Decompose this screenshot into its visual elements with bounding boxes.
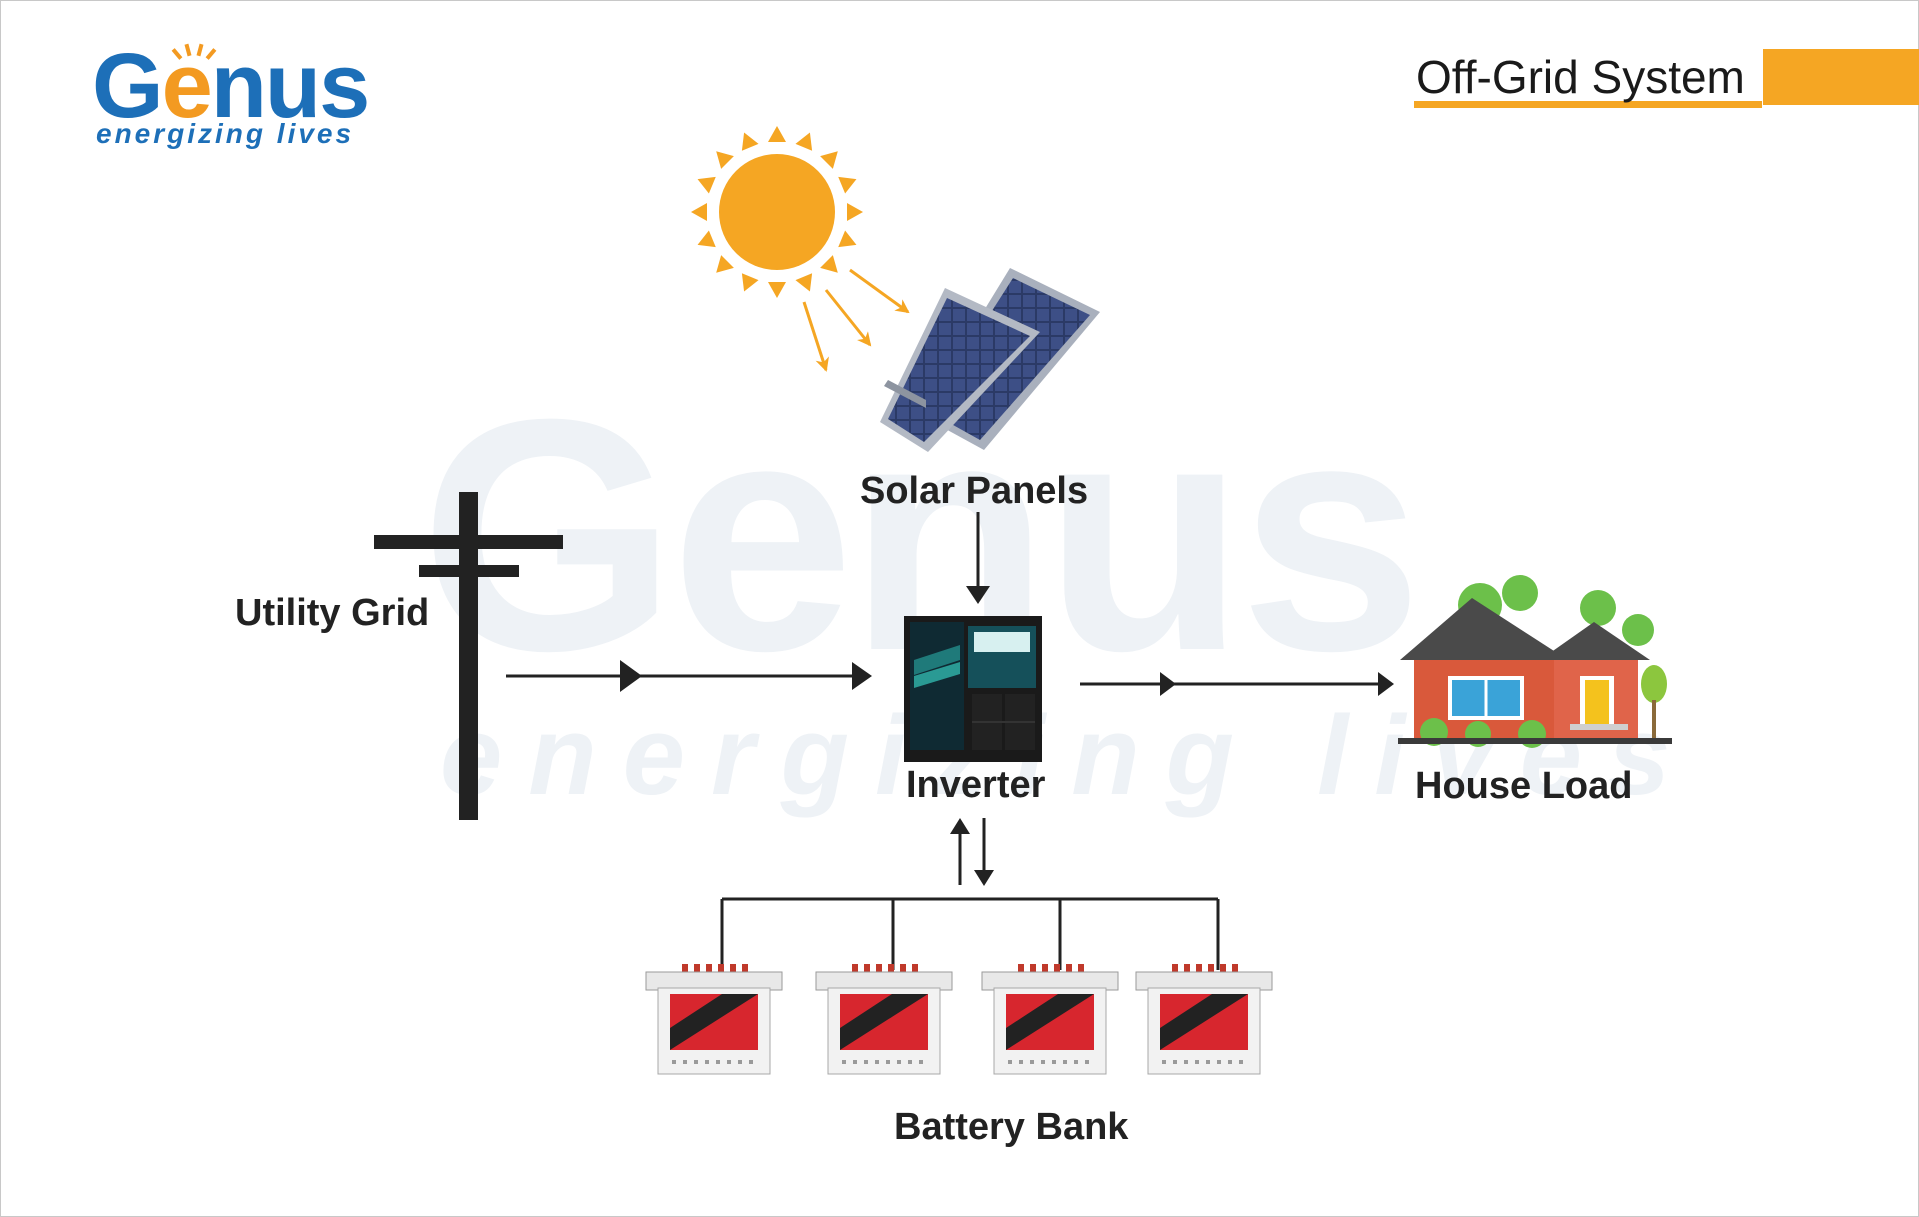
sunlight-rays [802, 268, 910, 372]
title-underline [1414, 101, 1762, 108]
battery-icon [1135, 964, 1273, 1075]
logo-e: e [161, 35, 213, 137]
genus-logo: Genus [92, 40, 370, 132]
utility-grid-label: Utility Grid [235, 592, 430, 634]
battery-bank-group [645, 964, 1273, 1075]
title-bar [1414, 49, 1919, 108]
logo-suffix: nus [210, 35, 371, 137]
battery-icon [815, 964, 953, 1075]
battery-icon [981, 964, 1119, 1075]
utility-pole-icon [374, 492, 563, 820]
grid-to-inverter-arrow [506, 660, 872, 692]
inverter-to-house-arrow [1080, 672, 1394, 696]
battery-bus-lines [720, 897, 1220, 970]
solar-panels-label: Solar Panels [860, 470, 1089, 512]
inverter-battery-arrows [950, 818, 994, 886]
page-title: Off-Grid System [1416, 51, 1745, 103]
house-icon [1398, 575, 1672, 748]
house-load-label: House Load [1415, 765, 1633, 807]
title-accent-block [1763, 49, 1919, 105]
inverter-icon [904, 616, 1042, 762]
battery-bank-label: Battery Bank [894, 1106, 1129, 1148]
logo-sun-icon [171, 43, 217, 60]
logo-tagline: energizing lives [96, 118, 355, 149]
logo-prefix: G [92, 35, 164, 137]
inverter-label: Inverter [906, 764, 1046, 806]
sun-icon [691, 126, 863, 298]
solar-panel-icon [880, 268, 1100, 452]
battery-icon [645, 964, 783, 1075]
solar-to-inverter-arrow [966, 512, 990, 604]
